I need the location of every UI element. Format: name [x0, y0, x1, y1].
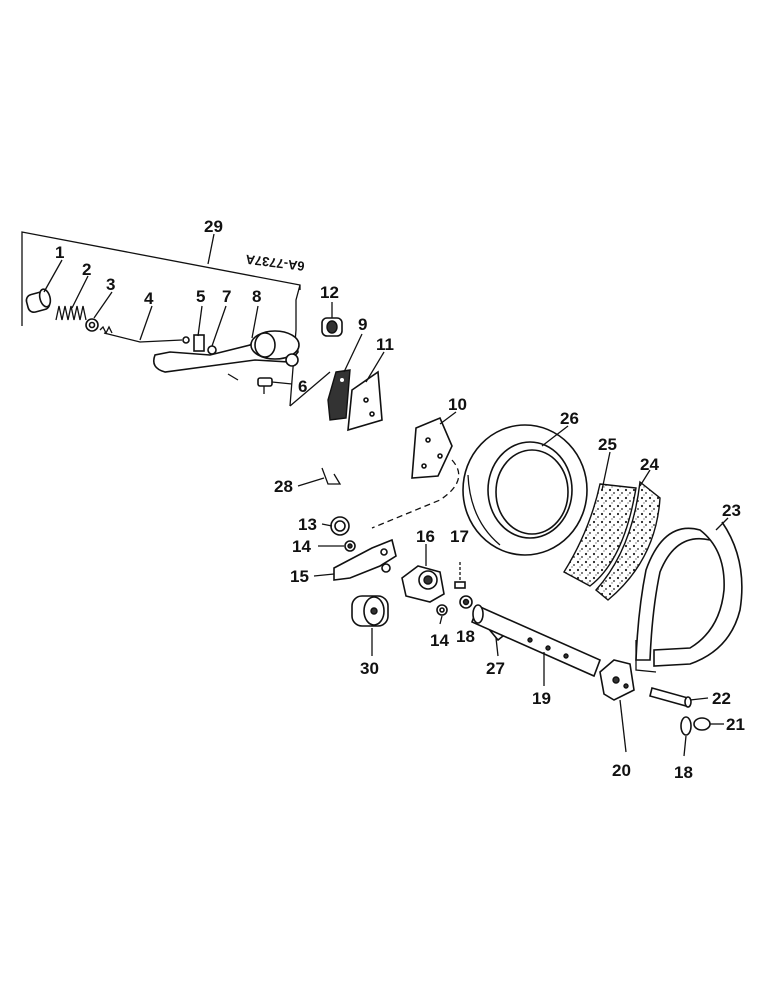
callout-6: 6: [298, 377, 307, 396]
part-13-ring: [330, 516, 350, 536]
callout-29: 29: [204, 217, 223, 236]
callout-18-lower: 18: [674, 763, 693, 782]
part-14-washer-upper: [344, 540, 356, 552]
callout-30: 30: [360, 659, 379, 678]
callout-12: 12: [320, 283, 339, 302]
part-5-clip: [193, 334, 205, 352]
callout-15: 15: [290, 567, 309, 586]
callout-8: 8: [252, 287, 261, 306]
callout-9: 9: [358, 315, 367, 334]
callout-7: 7: [222, 287, 231, 306]
callout-11: 11: [376, 335, 394, 354]
part-6-bolt: [257, 377, 273, 394]
callout-19: 19: [532, 689, 551, 708]
callout-14-lower: 14: [430, 631, 449, 650]
part-12-bushing: [321, 317, 343, 337]
part-14-washer-lower: [436, 604, 448, 616]
callout-10: 10: [448, 395, 467, 414]
callout-2: 2: [82, 260, 91, 279]
callout-13: 13: [298, 515, 317, 534]
part-28-spring-clip: [321, 467, 342, 485]
callout-26: 26: [560, 409, 579, 428]
part-7-nut: [207, 345, 217, 355]
drawing-reference: 6A-7737A: [244, 252, 305, 274]
callout-18-upper: 18: [456, 627, 475, 646]
callout-1: 1: [55, 243, 64, 262]
part-15-arm: [333, 538, 397, 581]
part-18-oring-upper: [459, 595, 473, 609]
part-24-lining-band: [594, 480, 661, 601]
part-19-shaft: [470, 604, 602, 678]
part-10-bracket: [411, 416, 453, 479]
part-4-rod: [99, 325, 190, 344]
part-23-brake-band: [635, 521, 743, 673]
callout-4: 4: [144, 289, 154, 308]
callout-27: 27: [486, 659, 505, 678]
leader-lines: [43, 233, 729, 757]
callout-25: 25: [598, 435, 617, 454]
callout-24: 24: [640, 455, 659, 474]
callout-14: 14: [292, 537, 311, 556]
part-26-drum: [462, 424, 588, 556]
callout-5: 5: [196, 287, 205, 306]
callout-23: 23: [722, 501, 741, 520]
part-3-washer: [85, 318, 99, 332]
callout-3: 3: [106, 275, 115, 294]
part-8-lever: [152, 330, 300, 381]
part-21-ring: [693, 717, 711, 731]
callout-28: 28: [274, 477, 293, 496]
part-22-pin: [649, 687, 692, 708]
part-30-bushing: [351, 595, 389, 627]
part-2-spring: [55, 305, 87, 321]
part-17-screw: [454, 562, 466, 589]
part-11-plate: [347, 370, 383, 432]
callout-21: 21: [726, 715, 745, 734]
callout-17: 17: [450, 527, 469, 546]
part-9-cam: [327, 369, 351, 421]
group-bracket-29: [21, 231, 331, 407]
part-1-knob: [25, 288, 52, 313]
part-20-clamp: [599, 659, 635, 701]
callout-22: 22: [712, 689, 731, 708]
part-25-lining: [563, 483, 637, 587]
callout-16: 16: [416, 527, 435, 546]
callout-20: 20: [612, 761, 631, 780]
part-18-oring-lower: [680, 716, 692, 736]
callouts: 1 2 3 4 5 7 8 6 12 9 11 10 26 25 24 23 2…: [55, 217, 745, 782]
part-16-cam-hub: [401, 565, 445, 603]
